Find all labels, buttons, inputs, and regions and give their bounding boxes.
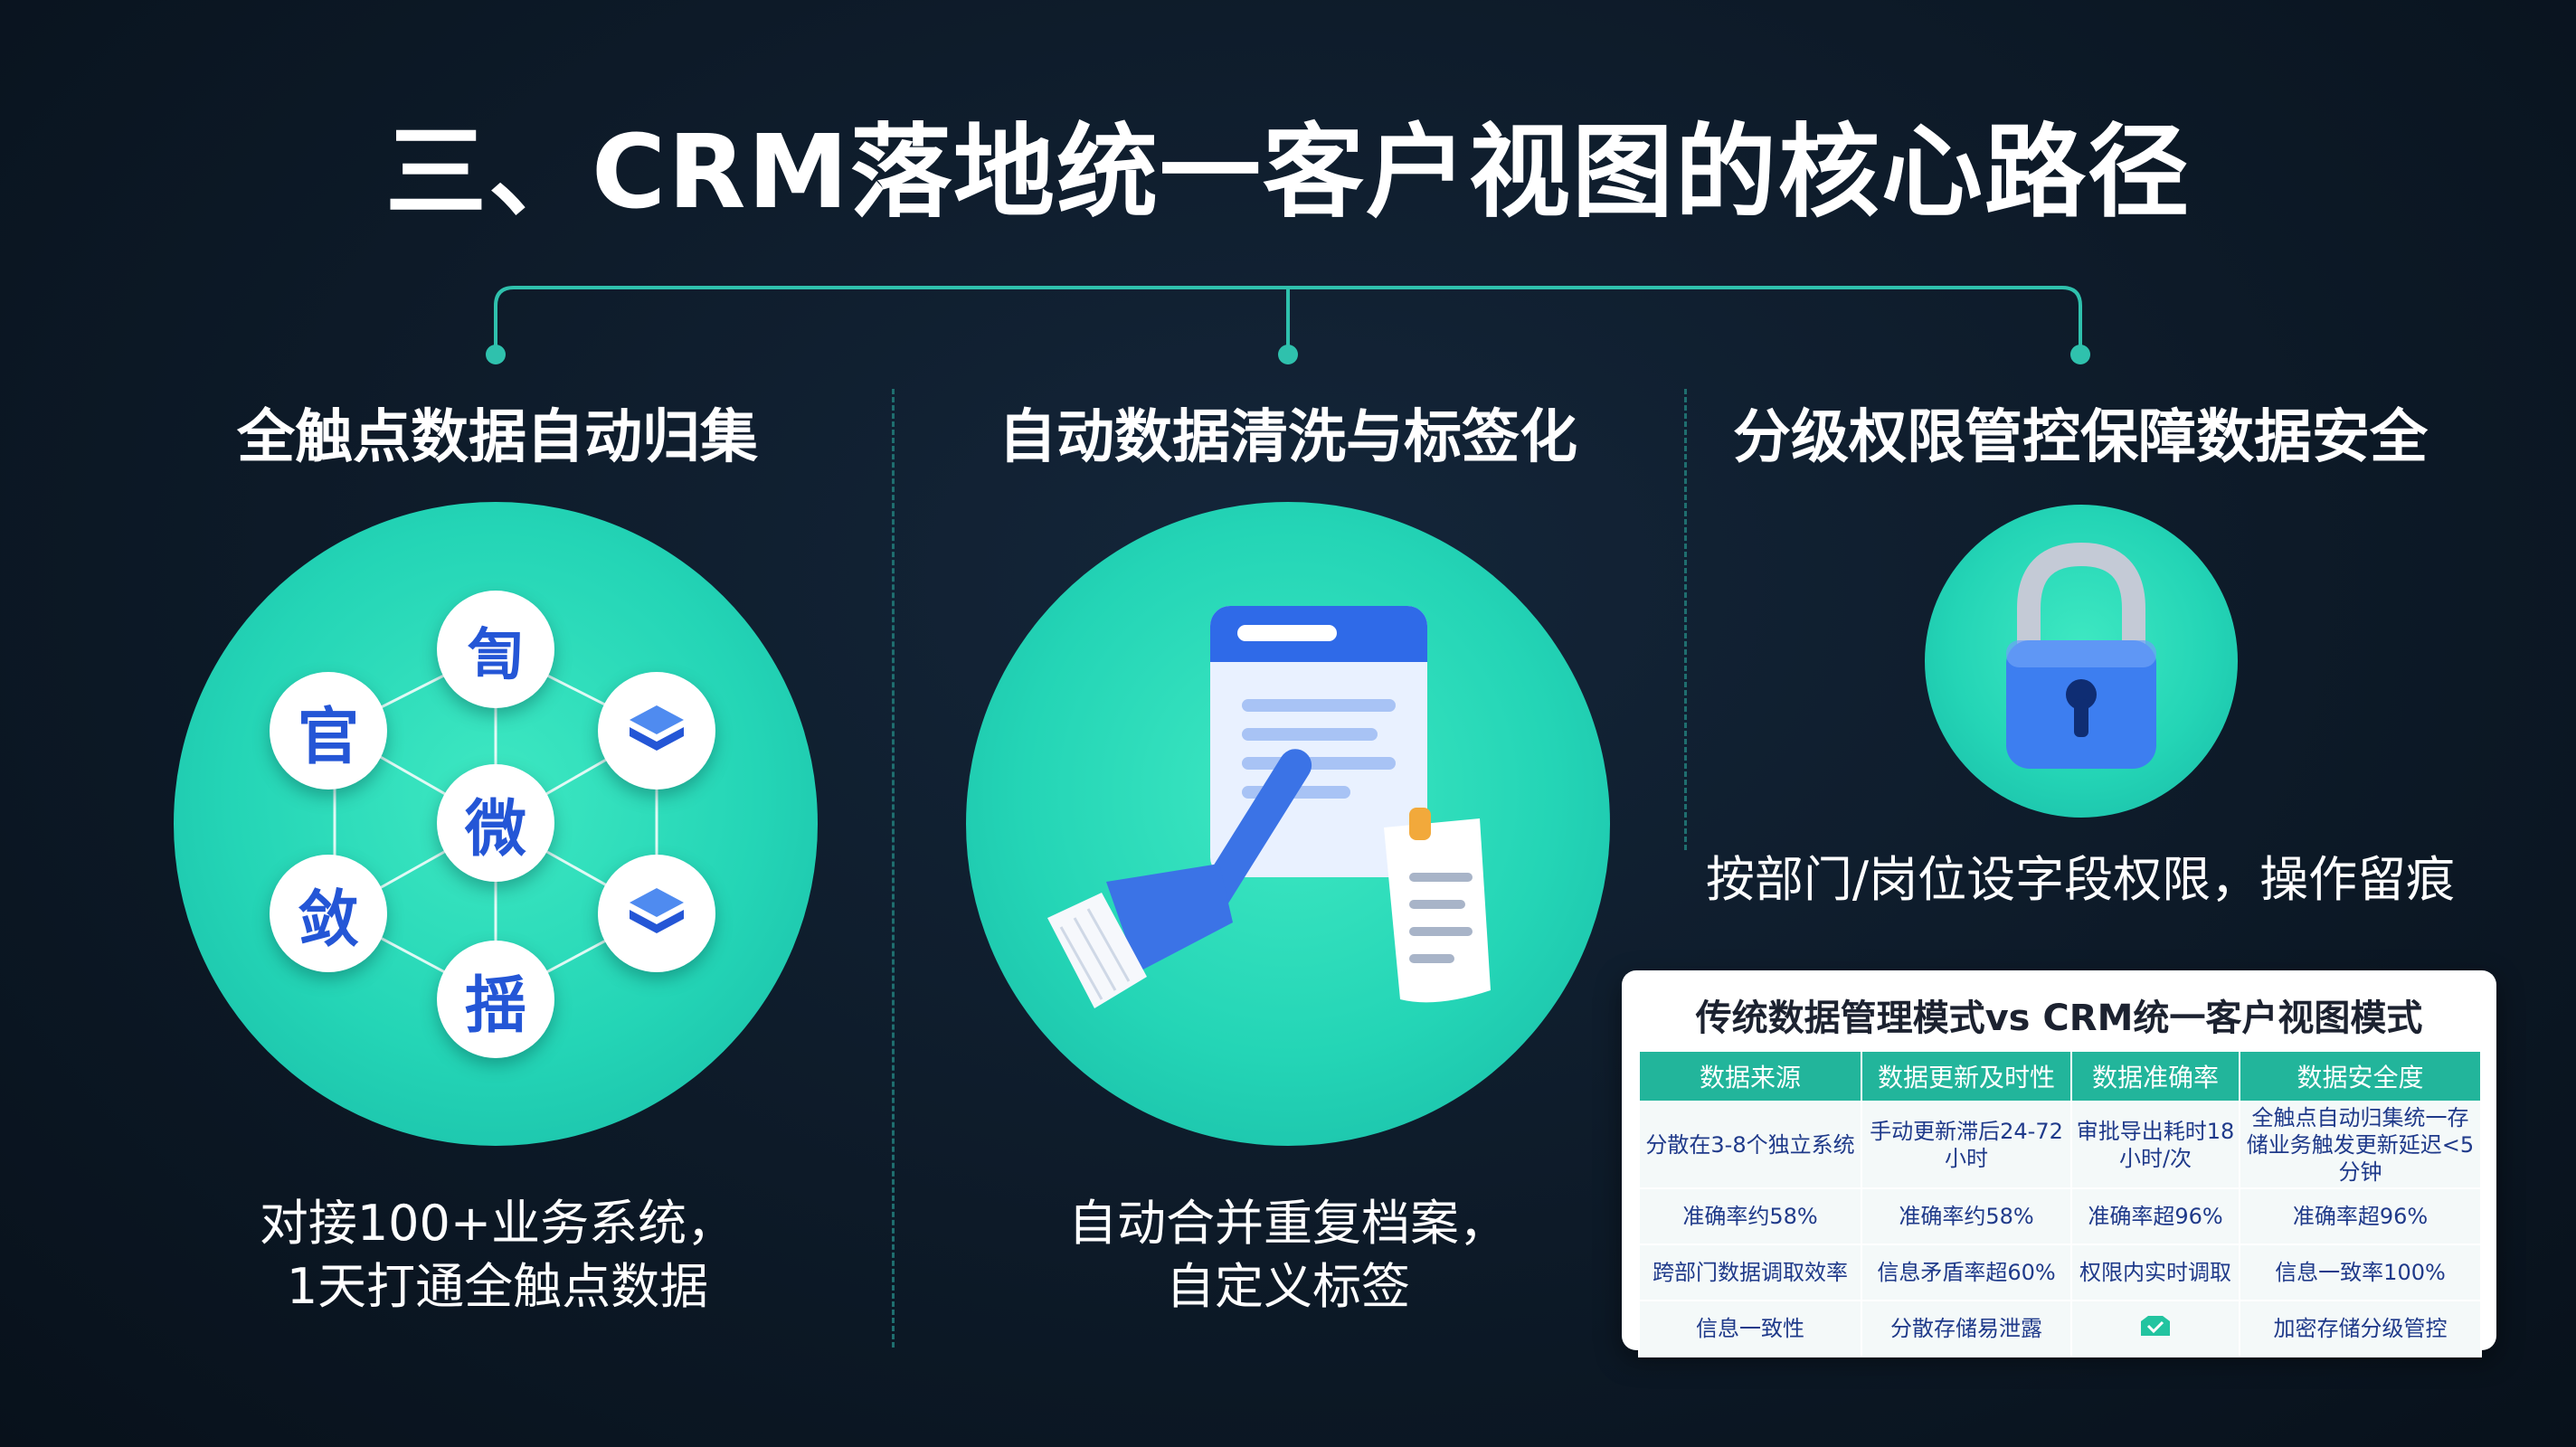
shield-check-icon [2141,1315,2170,1336]
table-cell: 准确率超96% [2239,1187,2482,1245]
table-cell: 分散存储易泄露 [1861,1300,2072,1357]
node-wechat: 微 [437,764,554,882]
table-cell: 审批导出耗时18小时/次 [2070,1101,2240,1189]
table-row: 准确率约58% 准确率约58% 准确率超96% 准确率超96% [1638,1187,2482,1245]
column-title-security: 分级权限管控保障数据安全 [1733,404,2428,471]
table-cell: 准确率超96% [2070,1187,2240,1245]
table-cell: 信息一致性 [1638,1300,1862,1357]
cleansing-circle [966,502,1610,1146]
node-collect: 敛 [270,855,387,972]
node-layers-lower [598,855,715,972]
node-layers-upper [598,672,715,790]
comparison-title: 传统数据管理模式vs CRM统一客户视图模式 [1695,998,2423,1039]
connector-dot-center [1278,345,1298,364]
connector-dot-left [486,345,506,364]
page-title: 三、CRM落地统一客户视图的核心路径 [385,114,2191,232]
cleansing-illustration [1047,606,1491,1008]
node-top-glyph: 訇 [467,621,524,687]
table-header-row: 数据来源 数据更新及时性 数据准确率 数据安全度 [1638,1050,2482,1102]
table-cell: 信息一致率100% [2239,1244,2482,1301]
table-row: 信息一致性 分散存储易泄露 加密存储分级管控 [1638,1300,2482,1357]
header-cell: 数据准确率 [2070,1050,2240,1102]
table-cell: 加密存储分级管控 [2239,1300,2482,1357]
padlock-icon [2006,542,2156,769]
collection-caption-line-2: 1天打通全触点数据 [286,1258,709,1315]
branch-connector [486,286,2090,364]
table-row: 跨部门数据调取效率 信息矛盾率超60% 权限内实时调取 信息一致率100% [1638,1244,2482,1301]
column-divider-left [892,389,895,1348]
table-cell: 准确率约58% [1861,1187,2072,1245]
security-caption: 按部门/岗位设字段权限，操作留痕 [1705,851,2456,908]
stack-layers-icon [630,705,684,751]
comparison-table: 数据来源 数据更新及时性 数据准确率 数据安全度 分散在3-8个独立系统 手动更… [1638,1050,2482,1357]
header-cell: 数据更新及时性 [1861,1050,2072,1102]
connector-dot-right [2070,345,2090,364]
table-cell: 跨部门数据调取效率 [1638,1244,1862,1301]
brush-icon [1047,749,1312,1008]
node-official-site: 官 [270,672,387,790]
collection-caption: 对接100+业务系统， 1天打通全触点数据 [172,1192,823,1319]
column-title-cleansing: 自动数据清洗与标签化 [999,404,1577,471]
table-cell: 信息矛盾率超60% [1861,1244,2072,1301]
stack-layers-icon [630,888,684,933]
tag-note-icon [1384,808,1491,1003]
node-outreach: 揺 [437,941,554,1058]
header-cell: 数据来源 [1638,1050,1862,1102]
cleansing-caption-line-2: 自定义标签 [1166,1258,1410,1315]
comparison-panel: 传统数据管理模式vs CRM统一客户视图模式 数据来源 数据更新及时性 数据准确… [1622,970,2496,1357]
cleansing-caption: 自动合并重复档案， 自定义标签 [962,1192,1614,1319]
table-row: 分散在3-8个独立系统 手动更新滞后24-72小时 审批导出耗时18小时/次 全… [1638,1101,2482,1189]
column-title-collection: 全触点数据自动归集 [237,404,758,471]
table-cell: 准确率约58% [1638,1187,1862,1245]
column-divider-right [1684,389,1687,850]
collection-caption-line-1: 对接100+业务系统， [259,1195,736,1252]
table-cell: 手动更新滞后24-72小时 [1861,1101,2072,1189]
table-cell: 分散在3-8个独立系统 [1638,1101,1862,1189]
node-top: 訇 [437,591,554,708]
table-cell: 权限内实时调取 [2070,1244,2240,1301]
collection-circle: 官 微 敛 揺 訇 [174,502,818,1146]
table-cell-icon [2070,1300,2240,1357]
security-circle [1925,505,2238,818]
table-cell: 全触点自动归集统一存储业务触发更新延迟<5分钟 [2239,1101,2482,1189]
cleansing-caption-line-1: 自动合并重复档案， [1068,1195,1508,1252]
header-cell: 数据安全度 [2239,1050,2482,1102]
